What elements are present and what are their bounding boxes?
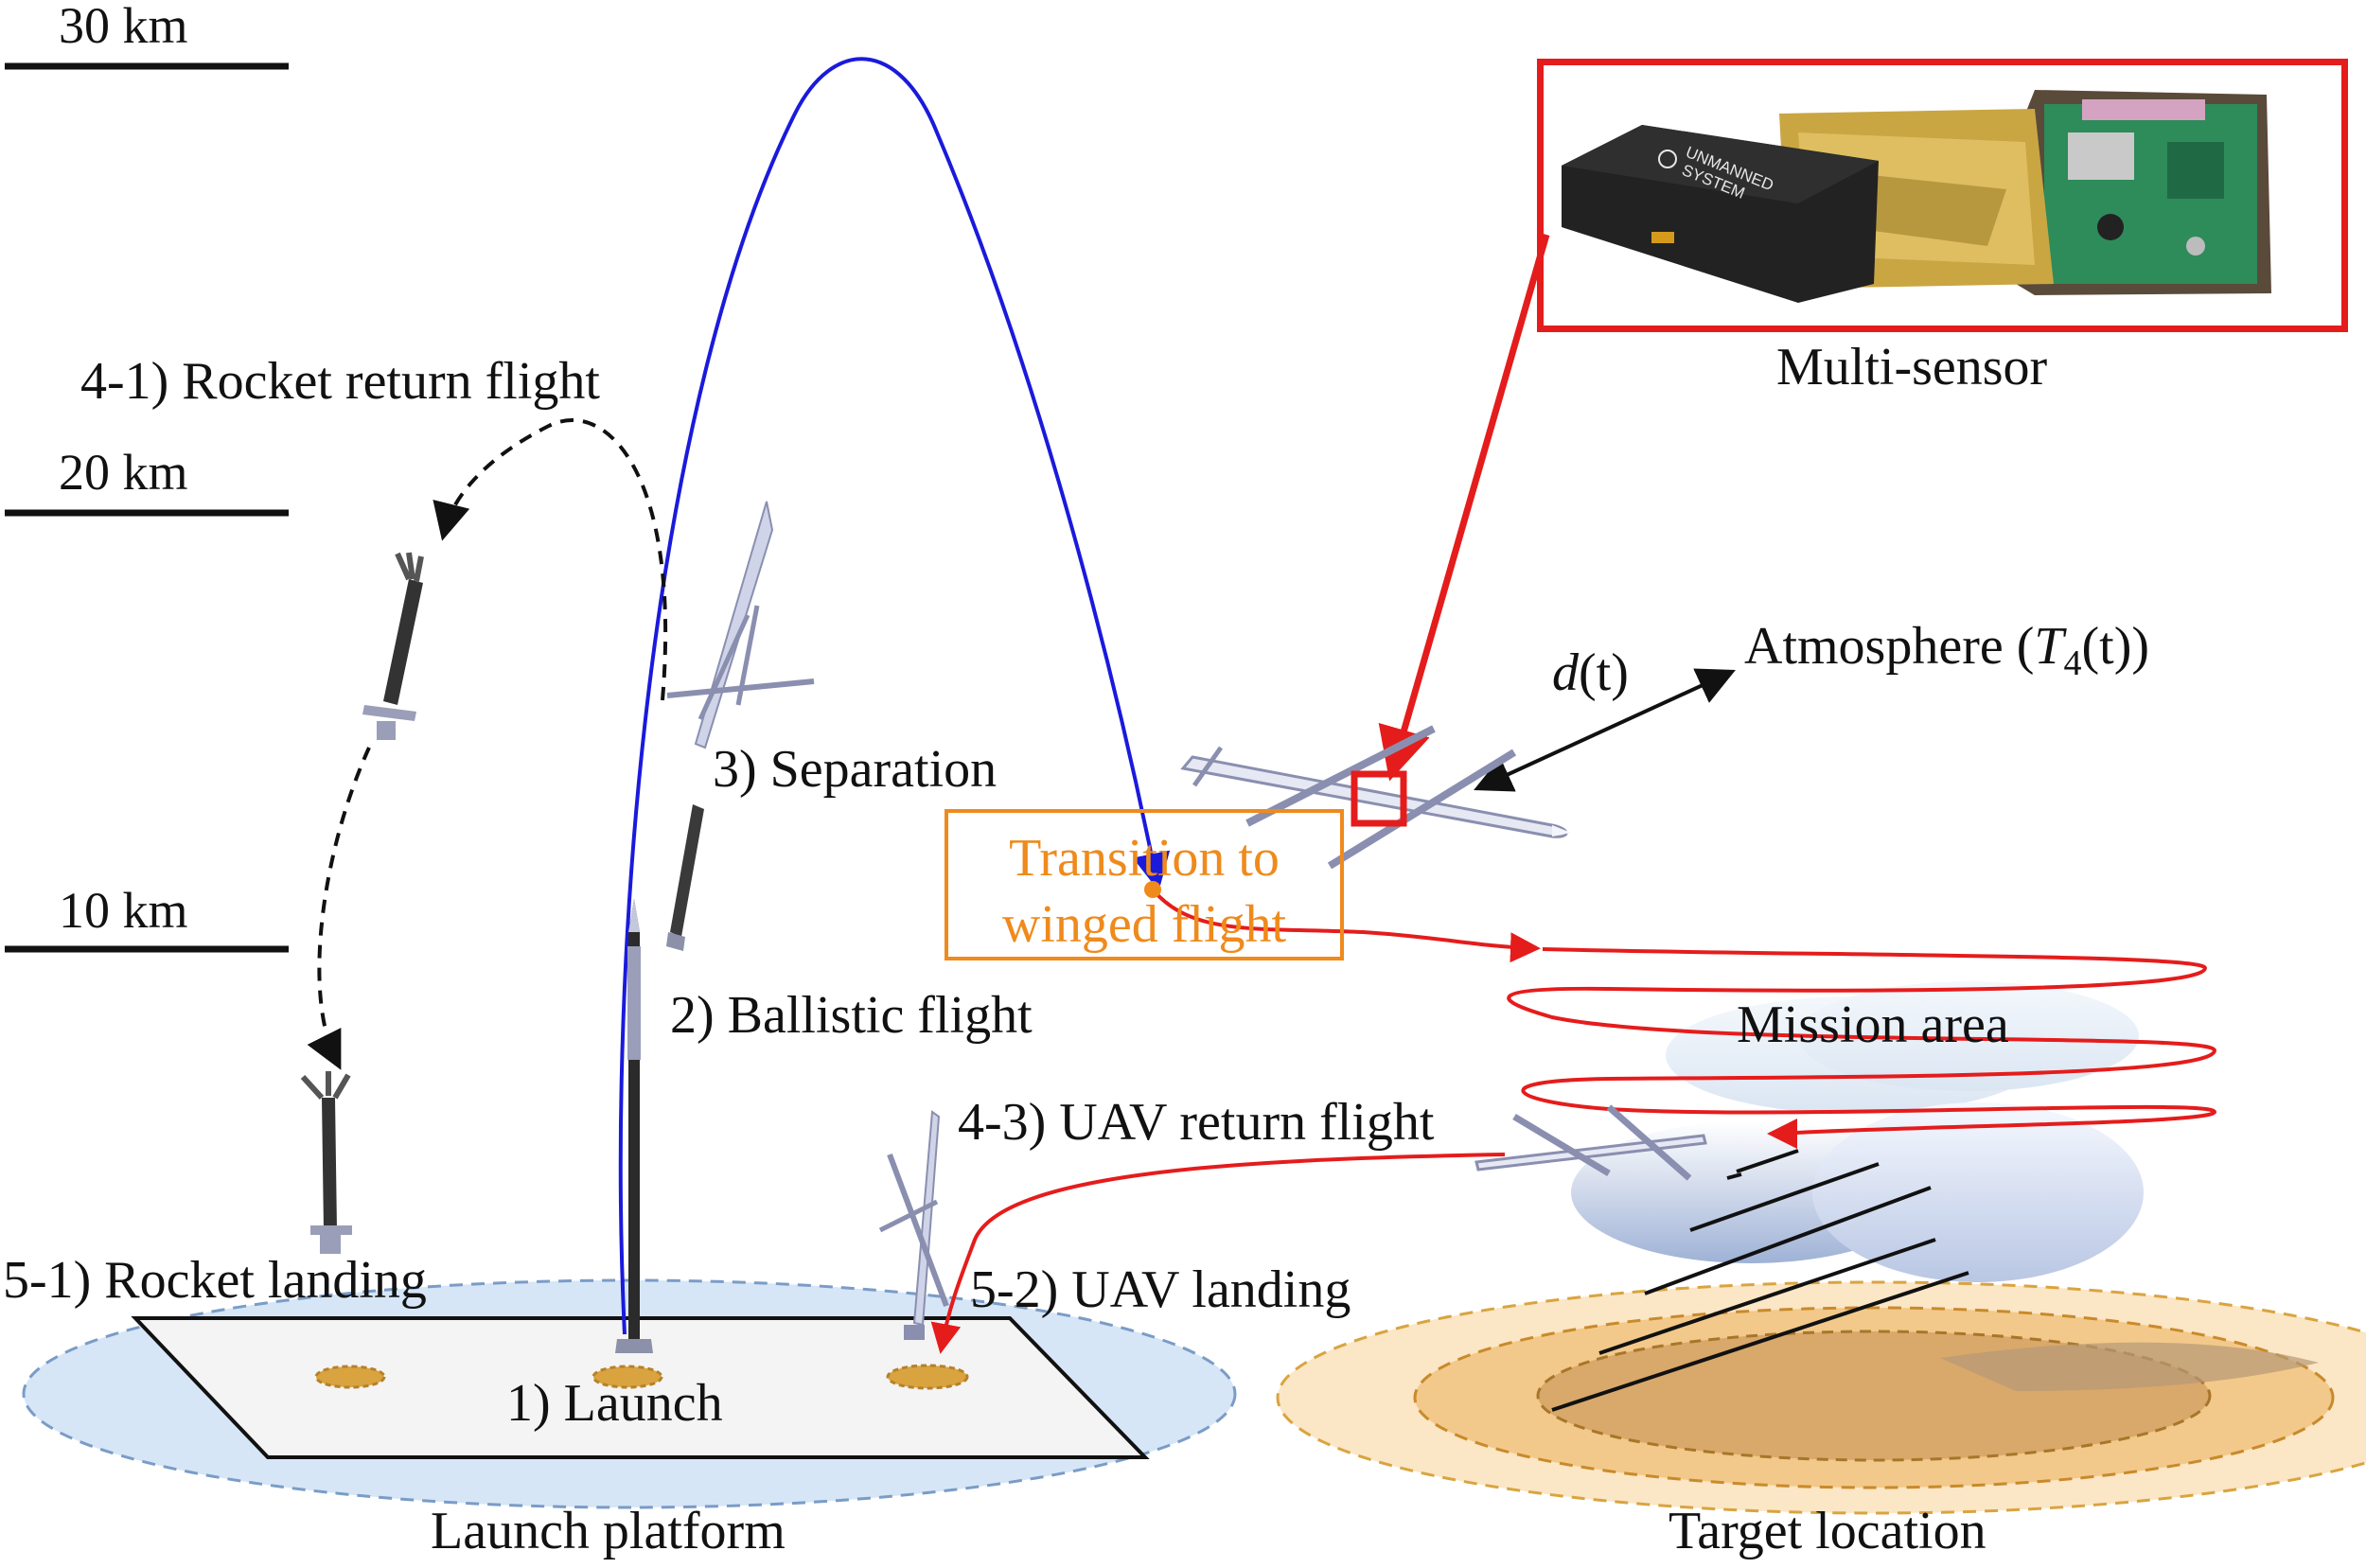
- mission-area-loops: [1507, 947, 2217, 1136]
- target-location-zone: [1276, 1280, 2366, 1515]
- label-uav-return: 4-3) UAV return flight: [958, 1093, 1435, 1152]
- mission-cloud: [1666, 981, 2139, 1114]
- ballistic-trajectory: [618, 57, 1171, 1335]
- atmosphere-prefix: Atmosphere (: [1744, 617, 2035, 676]
- landing-spot-uav: [886, 1364, 969, 1390]
- sensor-pointer-arrow: [1378, 234, 1550, 782]
- label-uav-landing: 5-2) UAV landing: [970, 1260, 1351, 1319]
- label-separation: 3) Separation: [713, 740, 998, 799]
- sensor-case-open: [2016, 90, 2271, 295]
- rocket-return-path: [307, 418, 668, 1070]
- target-location-label: Target location: [1669, 1502, 1986, 1560]
- altitude-label-30km: 30 km: [59, 0, 188, 54]
- altitude-scale: [5, 62, 289, 953]
- returning-uav: [1474, 1104, 1707, 1181]
- sensor-caption: Multi-sensor: [1776, 338, 2048, 396]
- uav-cruise-path: [1151, 888, 1541, 963]
- landing-uav: [878, 1110, 949, 1340]
- cruising-uav: [1180, 725, 1571, 870]
- disturbance-argument: (t): [1579, 643, 1629, 702]
- transition-box: [945, 809, 1344, 960]
- launch-platform-label: Launch platform: [431, 1502, 786, 1560]
- altitude-label-10km: 10 km: [59, 882, 188, 939]
- separating-booster: [666, 804, 704, 951]
- uav-return-path: [930, 1153, 1506, 1354]
- transition-line2: winged flight: [1001, 895, 1287, 954]
- altitude-label-20km: 20 km: [59, 444, 188, 501]
- sensor-location-marker: [1351, 770, 1407, 827]
- label-ballistic: 2) Ballistic flight: [670, 986, 1033, 1045]
- transition-label: Transition to winged flight: [948, 825, 1340, 958]
- rocket-on-pad: [615, 899, 653, 1353]
- disturbance-symbol: d: [1552, 643, 1579, 702]
- atmosphere-suffix: (t)): [2081, 617, 2150, 676]
- disturbance-arrow: [1474, 668, 1736, 792]
- separating-uav: [666, 501, 815, 749]
- returning-rocket-upper: [362, 552, 424, 740]
- returning-rocket-lower: [300, 1071, 352, 1254]
- launch-pad: [131, 1316, 1150, 1459]
- landing-spot-rocket: [314, 1365, 386, 1389]
- mission-area-label: Mission area: [1737, 995, 2009, 1054]
- transition-point: [1144, 881, 1161, 898]
- label-launch: 1) Launch: [506, 1374, 723, 1433]
- transition-line1: Transition to: [1009, 829, 1280, 888]
- atmosphere-symbol: T: [2034, 617, 2064, 676]
- disturbance-label: d(t): [1552, 646, 1629, 699]
- sensor-frame: [1537, 59, 2348, 332]
- sensor-case-closed: UNMANNED SYSTEM: [1562, 125, 1879, 303]
- label-rocket-return: 4-1) Rocket return flight: [80, 352, 600, 411]
- atmosphere-subscript: 4: [2063, 643, 2082, 684]
- sensor-logo-icon: [1658, 150, 1677, 168]
- uav-descent-lines: [1551, 1149, 1969, 1412]
- label-rocket-landing: 5-1) Rocket landing: [3, 1251, 427, 1310]
- atmosphere-label: Atmosphere (T4(t)): [1744, 620, 2149, 681]
- launch-spot: [592, 1365, 663, 1389]
- multi-sensor-device: UNMANNED SYSTEM: [1552, 74, 2336, 319]
